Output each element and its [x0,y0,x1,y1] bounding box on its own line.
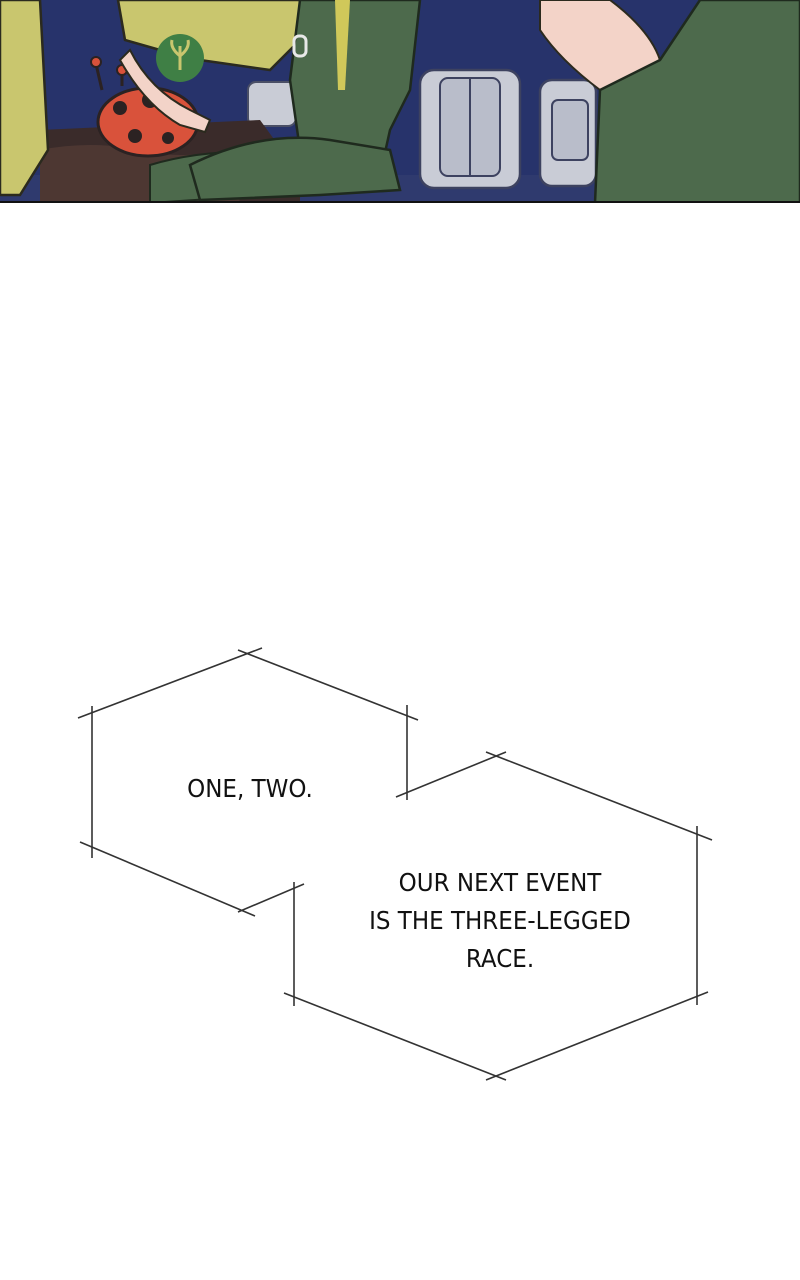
comic-panel-top [0,0,800,203]
caption-line: IS THE THREE-LEGGED [369,906,631,935]
caption-bubble-2 [237,751,713,1081]
carabiner-icon [292,34,308,58]
caption-line: ONE, TWO. [187,774,313,803]
arm [118,48,212,134]
caption-text-1: ONE, TWO. [140,770,361,808]
caption-line: OUR NEXT EVENT [398,868,602,897]
backpack-icon [538,78,598,188]
caption-line: RACE. [465,944,535,973]
backpack-icon [418,68,522,190]
caption-text-2: OUR NEXT EVENT IS THE THREE-LEGGED RACE. [344,864,657,978]
panel-illustration [0,0,800,203]
caption-bubble-1 [77,647,419,917]
